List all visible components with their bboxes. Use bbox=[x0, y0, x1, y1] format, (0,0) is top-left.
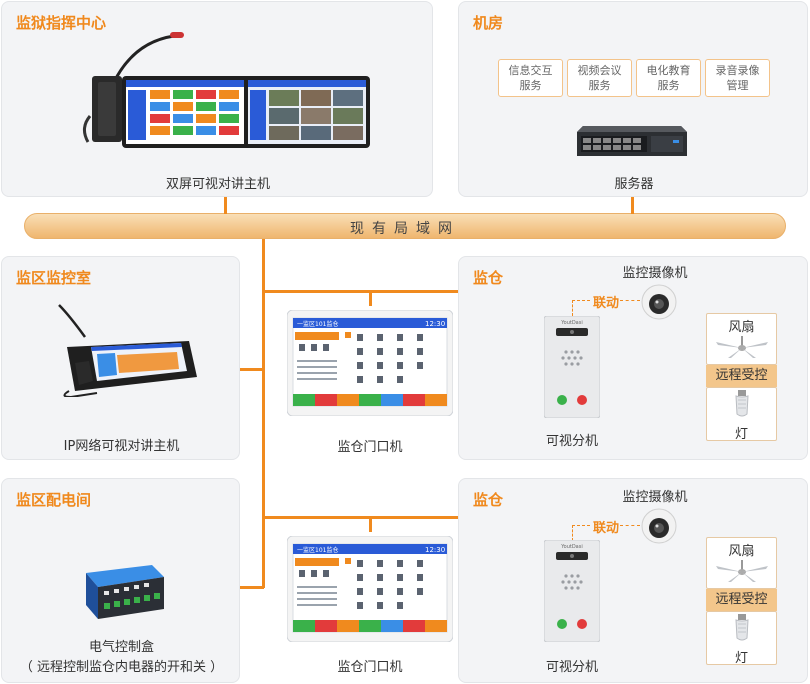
connector-command-center bbox=[224, 197, 227, 214]
dual-screen-host-image bbox=[83, 32, 370, 148]
door-terminal-2-caption: 监仓门口机 bbox=[337, 660, 403, 675]
electrical-control-box-caption: 电气控制盒 bbox=[88, 640, 154, 655]
cell-2-link-line-a bbox=[572, 525, 590, 526]
cell-1-intercom-caption: 可视分机 bbox=[545, 434, 598, 449]
power-room-panel: 监区配电间 电气控制盒 （ 远程控制监仓内电器的开和关 ） bbox=[1, 478, 240, 683]
door-terminal-1-caption: 监仓门口机 bbox=[337, 440, 403, 455]
cell-2-fan-box bbox=[706, 537, 777, 589]
cell-1-camera-icon bbox=[641, 284, 677, 320]
ip-intercom-host-caption: IP网络可视对讲主机 bbox=[63, 439, 180, 454]
connector-cell2 bbox=[262, 516, 458, 519]
cell-1-title: 监仓 bbox=[473, 269, 504, 287]
cell-2-fan-label: 风扇 bbox=[728, 544, 755, 559]
cell-1-intercom-image: YoutDasi bbox=[544, 316, 600, 418]
electrical-control-box-image bbox=[86, 565, 164, 619]
command-center-title: 监狱指挥中心 bbox=[16, 14, 107, 32]
connector-door2 bbox=[369, 516, 372, 532]
cell-2-title: 监仓 bbox=[473, 491, 504, 509]
cell-1-camera-caption: 监控摄像机 bbox=[622, 266, 688, 281]
service-recording: 录音录像管理 bbox=[705, 59, 770, 97]
door-screen-2-header: 一监区101监仓 bbox=[297, 546, 338, 554]
lamp-icon bbox=[735, 614, 749, 641]
connector-monitor-room bbox=[240, 368, 264, 371]
door-terminal-1-image: 一监区101监仓 12:30 bbox=[287, 310, 453, 416]
cell-2-intercom-caption: 可视分机 bbox=[545, 660, 598, 675]
cell-2-link-line-b bbox=[572, 525, 573, 541]
machine-room-title: 机房 bbox=[473, 14, 504, 32]
monitor-room-title: 监区监控室 bbox=[16, 269, 92, 287]
cell-1-link-line-b bbox=[572, 300, 573, 316]
lan-bus-label: 现有局域网 bbox=[350, 221, 460, 237]
door-terminal-2-image: 一监区101监仓 12:30 bbox=[287, 536, 453, 642]
cell-1-lamp-label: 灯 bbox=[734, 427, 748, 442]
cell-2-lamp-label: 灯 bbox=[734, 651, 748, 666]
connector-trunk bbox=[262, 239, 265, 588]
monitor-room-panel: 监区监控室 IP网络可视对讲主机 bbox=[1, 256, 240, 460]
lamp-icon bbox=[735, 390, 749, 417]
command-center-panel: 监狱指挥中心 双屏可视对讲主机 bbox=[1, 1, 433, 197]
service-video-conference: 视频会议服务 bbox=[567, 59, 632, 97]
fan-icon bbox=[716, 560, 768, 582]
service-info-exchange: 信息交互服务 bbox=[498, 59, 563, 97]
electrical-control-box-note: （ 远程控制监仓内电器的开和关 ） bbox=[19, 660, 224, 675]
service-e-education: 电化教育服务 bbox=[636, 59, 701, 97]
cell-1-fan-box bbox=[706, 313, 777, 365]
cell-1-link-label: 联动 bbox=[593, 296, 620, 311]
door-screen-1-header: 一监区101监仓 bbox=[297, 320, 338, 328]
cell-1-remote-label: 远程受控 bbox=[706, 365, 777, 387]
door-screen-1-time: 12:30 bbox=[425, 320, 445, 328]
cell-1-fan-label: 风扇 bbox=[728, 320, 755, 335]
server-image bbox=[577, 126, 687, 156]
connector-power-room bbox=[240, 586, 264, 589]
lan-bus: 现有局域网 bbox=[24, 213, 786, 239]
connector-cell1 bbox=[262, 290, 458, 293]
cell-2-camera-icon bbox=[641, 508, 677, 544]
cell-2-intercom-brand: YoutDasi bbox=[560, 544, 583, 550]
cell-1-link-line-c bbox=[620, 300, 640, 301]
machine-room-panel: 机房 信息交互服务 视频会议服务 电化教育服务 录音录像管理 服务器 bbox=[458, 1, 808, 197]
cell-2-link-label: 联动 bbox=[593, 521, 620, 536]
ip-intercom-host-image bbox=[58, 304, 197, 397]
dual-screen-host-caption: 双屏可视对讲主机 bbox=[165, 177, 270, 192]
door-screen-2-time: 12:30 bbox=[425, 546, 445, 554]
cell-1-link-line-a bbox=[572, 300, 590, 301]
cell-2-camera-caption: 监控摄像机 bbox=[622, 490, 688, 505]
cell-2-remote-label: 远程受控 bbox=[706, 589, 777, 611]
server-caption: 服务器 bbox=[614, 177, 654, 192]
connector-door1 bbox=[369, 290, 372, 306]
fan-icon bbox=[716, 336, 768, 358]
cell-2-link-line-c bbox=[620, 525, 640, 526]
connector-machine-room bbox=[631, 197, 634, 214]
cell-2-intercom-image: YoutDasi bbox=[544, 540, 600, 642]
power-room-title: 监区配电间 bbox=[16, 491, 92, 509]
cell-1-intercom-brand: YoutDasi bbox=[560, 320, 583, 326]
